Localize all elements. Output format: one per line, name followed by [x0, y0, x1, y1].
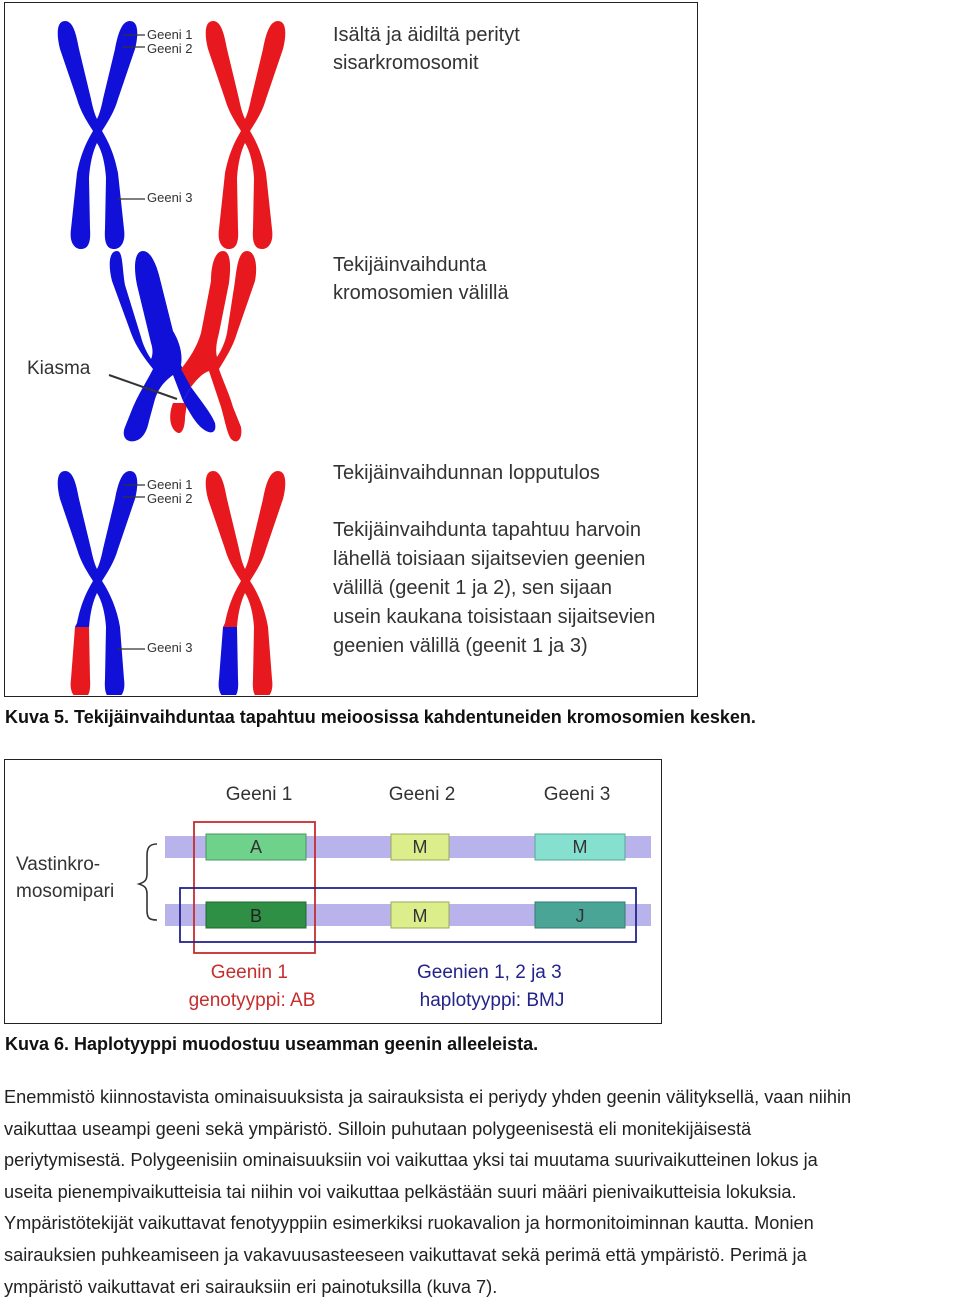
chiasma-label: Kiasma	[27, 358, 91, 379]
gene3-label-row1: Geeni 3	[147, 190, 193, 205]
haplotype-box	[179, 887, 637, 943]
maternal-chromosome-1	[205, 21, 286, 249]
gene2-label-row1: Geeni 2	[147, 41, 193, 56]
gene-header-2: Geeni 2	[389, 784, 456, 805]
paragraph-line: periytymisestä. Polygeenisiin ominaisuuk…	[4, 1150, 818, 1171]
paragraph-line: sairauksien puhkeamiseen ja vakavuusaste…	[4, 1244, 807, 1265]
paragraph-line: Enemmistö kiinnostavista ominaisuuksista…	[4, 1087, 852, 1107]
figure-5-caption: Kuva 5. Tekijäinvaihduntaa tapahtuu meio…	[5, 707, 756, 727]
allele-j-label: J	[576, 906, 585, 926]
inherited-chromosomes-title: Isältä ja äidiltä perityt sisarkromosomi…	[333, 24, 525, 74]
gene-header-3: Geeni 3	[544, 784, 611, 805]
chiasma-pointer	[108, 374, 178, 400]
crossover-maternal-chromosome	[170, 251, 257, 442]
allele-b-label: B	[250, 906, 262, 926]
gene-markers-row-1	[117, 34, 145, 200]
gene1-label-row3: Geeni 1	[147, 477, 193, 492]
paragraph-line: ympäristö vaikuttavat eri sairauksiin er…	[4, 1276, 498, 1297]
allele-b	[205, 901, 307, 929]
result-title: Tekijäinvaihdunnan lopputulos	[333, 462, 600, 484]
allele-m-gene2-lower-label: M	[413, 906, 428, 926]
haplotype-illustration: Geeni 1 Geeni 2 Geeni 3 Vastinkro- mosom…	[16, 784, 651, 1011]
gene3-label-row3: Geeni 3	[147, 640, 193, 655]
paragraph-line: Ympäristötekijät vaikuttavat fenotyyppii…	[4, 1213, 814, 1234]
allele-m-gene2-lower	[390, 901, 450, 929]
paternal-chromosome-1	[57, 21, 138, 249]
gene2-label-row3: Geeni 2	[147, 491, 193, 506]
pair-brace	[136, 843, 158, 921]
gene-header-1: Geeni 1	[226, 784, 293, 805]
result-chromosome-left	[57, 471, 138, 699]
allele-a	[205, 833, 307, 861]
result-chromosome-right	[205, 471, 286, 699]
allele-m-gene2-upper-label: M	[413, 837, 428, 857]
genotype-label: Geenin 1 genotyyppi: AB	[189, 962, 316, 1011]
gene1-label-row1: Geeni 1	[147, 27, 193, 42]
allele-m-gene3-label: M	[573, 837, 588, 857]
crossover-illustration: Geeni 1 Geeni 2 Geeni 3 Isältä ja äidilt…	[27, 21, 661, 699]
crossover-paternal-chromosome	[109, 251, 191, 442]
allele-a-label: A	[250, 837, 262, 857]
figure-5-crossover-diagram: Geeni 1 Geeni 2 Geeni 3 Isältä ja äidilt…	[4, 2, 698, 699]
result-explanation: Tekijäinvaihdunta tapahtuu harvoin lähel…	[333, 519, 661, 657]
gene-markers-row-3	[117, 484, 145, 650]
paragraph-line: vaikuttaa useampi geeni sekä ympäristö. …	[4, 1118, 752, 1139]
figure-6-caption: Kuva 6. Haplotyyppi muodostuu useamman g…	[5, 1034, 539, 1054]
homologous-pair-label: Vastinkro- mosomipari	[16, 854, 114, 902]
allele-m-gene2-upper	[390, 833, 450, 861]
paragraph-line: useita pienempivaikutteisia tai niihin v…	[4, 1181, 797, 1202]
crossover-blue-lower-right	[183, 387, 216, 433]
body-paragraph: Enemmistö kiinnostavista ominaisuuksista…	[4, 1082, 960, 1303]
figure-6-haplotype-diagram: Geeni 1 Geeni 2 Geeni 3 Vastinkro- mosom…	[4, 759, 662, 1024]
allele-j	[534, 901, 626, 929]
haplotype-label: Geenien 1, 2 ja 3 haplotyyppi: BMJ	[417, 962, 567, 1011]
crossover-title: Tekijäinvaihdunta kromosomien välillä	[333, 254, 509, 304]
allele-m-gene3	[534, 833, 626, 861]
